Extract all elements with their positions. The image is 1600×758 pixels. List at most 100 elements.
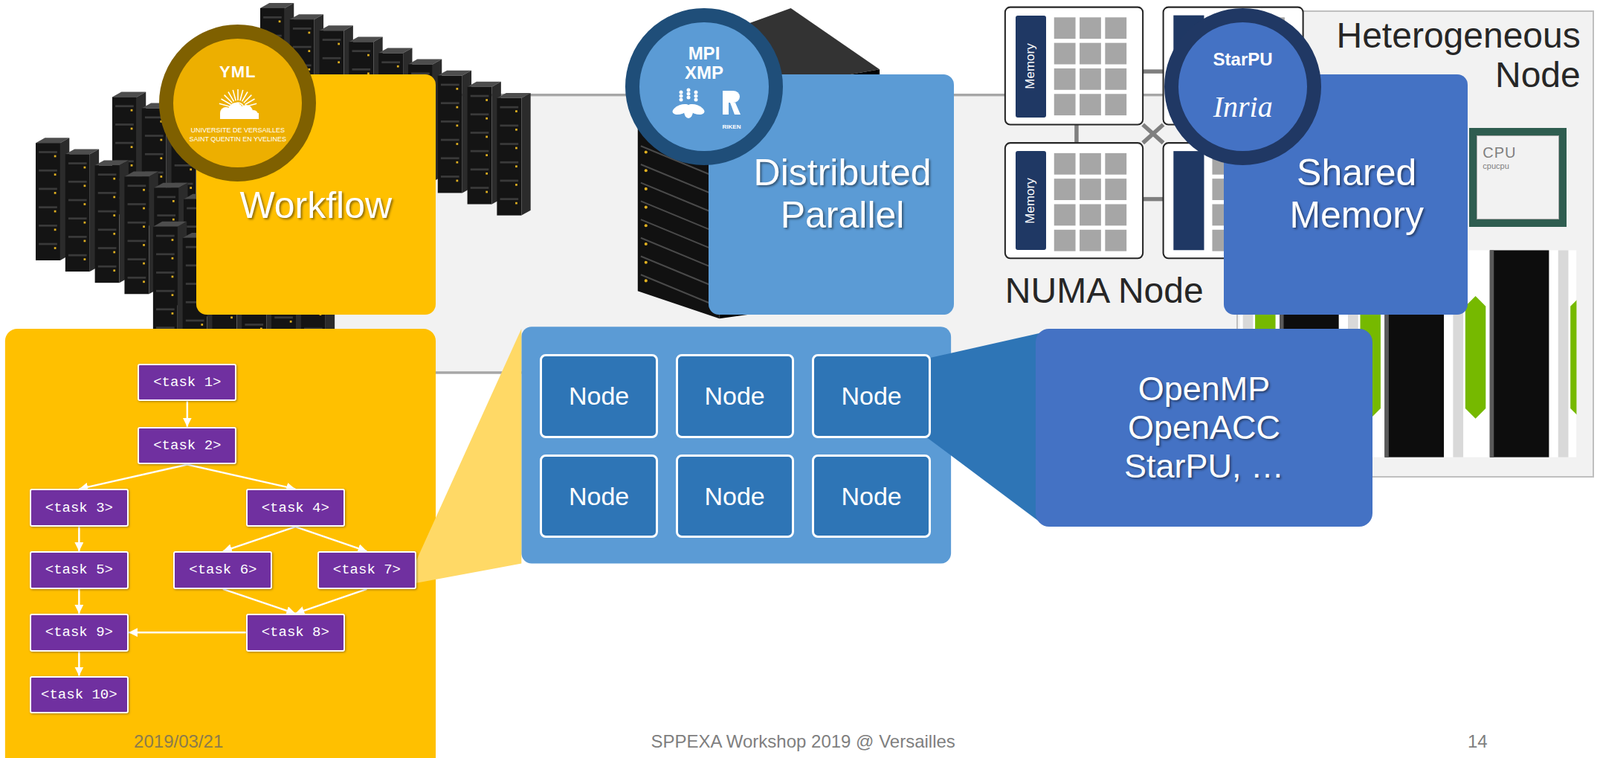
flow-arrow [78, 651, 81, 676]
rack-slot [244, 323, 264, 326]
rack-slot [500, 161, 519, 164]
node-label: cpucpu [1482, 161, 1509, 171]
kiri-bud [693, 93, 698, 98]
rack-led [159, 156, 163, 160]
cpu-chip: CPUcpucpu [1469, 127, 1566, 227]
rack-led [515, 202, 518, 205]
footer-date-holder: 2019/03/21 [133, 730, 224, 753]
node-label: Node [568, 381, 629, 411]
rack-led [113, 269, 116, 272]
rack-led [159, 139, 163, 142]
sun-ray [228, 92, 235, 102]
rack-led [130, 145, 134, 148]
gpu-bevel [1489, 249, 1494, 458]
node-label: Shared Memory [1249, 151, 1465, 238]
rack-led [142, 243, 145, 247]
core-cell [1054, 17, 1076, 39]
zoom-wedge [923, 332, 1041, 522]
kiri-bud [678, 89, 683, 94]
task-panel [5, 328, 436, 758]
page-number-holder: 14 [1467, 730, 1488, 753]
core-cell [1079, 93, 1102, 116]
rack-slot [38, 205, 58, 209]
core-cell [1054, 68, 1076, 90]
gpu-fin [1465, 295, 1486, 419]
rack-led [189, 186, 192, 189]
core-cell [1054, 93, 1076, 116]
rack-slot [185, 319, 205, 322]
rack-slot [127, 221, 147, 224]
node-label: RIKEN [722, 123, 742, 131]
task-box: <task 10> [29, 675, 129, 714]
rack-led [171, 312, 174, 315]
rack-slot [68, 199, 87, 202]
rack-slot [292, 27, 312, 30]
rack-led [84, 257, 87, 261]
rack-slot [127, 184, 147, 187]
rack-led [455, 87, 458, 90]
compute-node: Node [675, 454, 795, 539]
rack-front [95, 165, 120, 283]
core-cell [1104, 178, 1127, 200]
rack-slot [98, 173, 117, 176]
server-rack [95, 159, 129, 283]
rack-led [485, 172, 488, 175]
rack-slot [127, 240, 147, 243]
rack-slot [156, 214, 176, 217]
node-label: <task 6> [188, 561, 257, 578]
server-rack [65, 148, 99, 272]
kiri-bud [678, 97, 683, 102]
node-label: Node [704, 481, 766, 511]
rack-led [84, 166, 87, 169]
core-cell [1104, 68, 1127, 90]
server-rack [467, 81, 502, 205]
tower-led [644, 205, 648, 209]
node-label: UNIVERSITE DE VERSAILLES SAINT QUENTIN E… [185, 126, 290, 144]
rack-slot [440, 156, 460, 160]
rack-slot [470, 150, 490, 153]
numa-link [1142, 124, 1163, 143]
gpu-bar [1489, 249, 1550, 458]
rack-led [189, 168, 192, 171]
flow-arrow [78, 588, 81, 614]
zoom-wedge [416, 328, 522, 583]
rack-slot [500, 197, 519, 200]
rack-led [289, 320, 293, 323]
rack-led [113, 196, 116, 199]
rack-slot [127, 276, 147, 279]
task-box: <task 4> [246, 488, 345, 527]
rack-front [153, 226, 178, 345]
node-label: YML [219, 62, 256, 82]
logo-badge: MPI XMPRIKEN [625, 8, 783, 166]
rack-slot [156, 252, 175, 256]
rack-slot [440, 175, 460, 178]
rack-slot [351, 49, 371, 53]
rack-slot [115, 142, 134, 145]
rack-slot [38, 188, 58, 191]
rack-slot [38, 243, 58, 246]
rack-slot [98, 228, 117, 231]
compute-node: Node [539, 353, 658, 438]
core-cell [1054, 153, 1076, 175]
task-box: <task 9> [29, 613, 129, 652]
rack-led [485, 191, 488, 194]
rack-led [142, 262, 145, 265]
compute-node: Node [675, 353, 795, 438]
rack-led [337, 43, 340, 46]
numa-link [1074, 124, 1079, 143]
node-label: Workflow [239, 184, 392, 228]
node-label: <task 3> [45, 499, 114, 516]
rack-led [485, 153, 488, 157]
rack-led [171, 293, 174, 296]
flow-arrow [223, 526, 296, 551]
rack-slot [156, 271, 175, 274]
node-label: Node [704, 381, 766, 411]
rack-slot [470, 113, 490, 116]
task-box: <task 2> [137, 426, 237, 465]
rack-slot [500, 142, 519, 145]
gpu-rim [1558, 249, 1569, 458]
server-rack [153, 221, 187, 345]
memory-bank: Memory [1015, 150, 1047, 250]
rack-slot [38, 224, 58, 227]
kiri-bud [693, 97, 698, 102]
